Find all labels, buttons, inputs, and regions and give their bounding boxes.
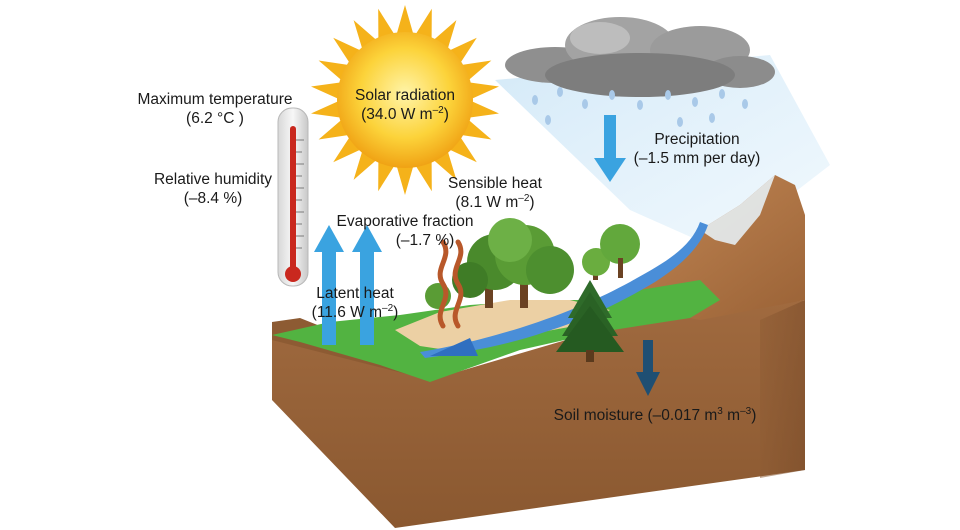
max-temperature-label: Maximum temperature (6.2 °C ) [137,91,293,127]
latent-heat-label: Latent heat (11.6 W m–2) [311,285,399,321]
evaporative-fraction-label: Evaporative fraction (–1.7 %) [336,213,474,249]
solar-radiation-label: Solar radiation (34.0 W m–2) [355,87,455,123]
precipitation-arrow-icon [594,115,626,182]
sensible-heat-label: Sensible heat (8.1 W m–2) [448,175,542,211]
precipitation-label: Precipitation (–1.5 mm per day) [633,131,761,167]
soil-right-side [760,300,805,478]
relative-humidity-label: Relative humidity (–8.4 %) [153,171,273,207]
soil-moisture-label: Soil moisture (–0.017 m3 m–3) [553,405,757,424]
latent-heat-arrows-icon [314,225,382,345]
river-arrow [430,338,478,356]
rain-cloud [505,17,775,97]
raindrops [532,87,748,127]
thermometer-icon [277,107,309,287]
soil-front-face [272,300,805,528]
sand-patch [395,300,610,352]
sun-icon [311,5,499,195]
sensible-heat-waves-icon [437,239,464,329]
tree-group [425,218,640,362]
mountain-snow [700,175,775,245]
soil-moisture-arrow-icon [636,340,660,396]
